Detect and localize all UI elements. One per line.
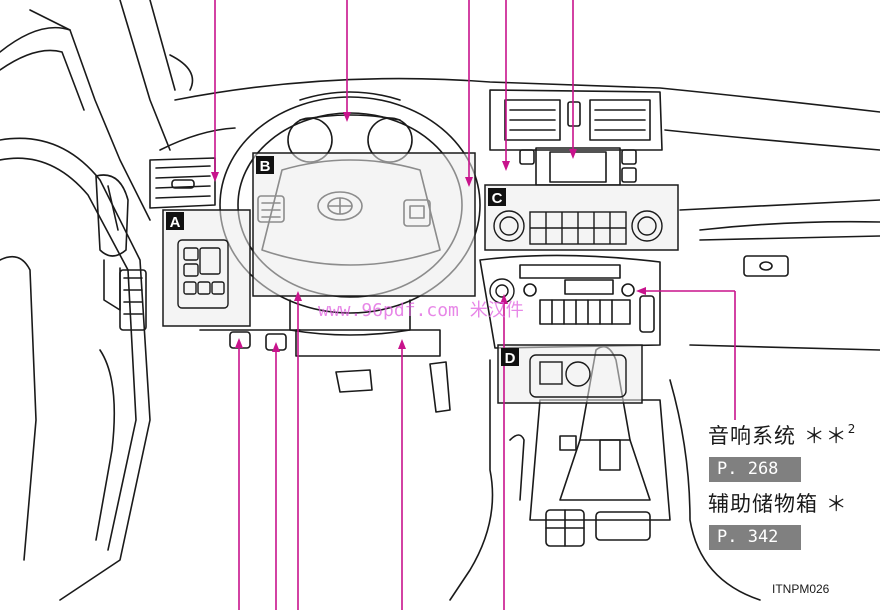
svg-text:C: C (492, 190, 503, 207)
audio-system-footnote: 2 (847, 422, 857, 436)
callout-badge-c: C (488, 188, 506, 207)
callout-frame-d (497, 344, 643, 404)
audio-page-ref[interactable]: P. 268 (709, 457, 801, 482)
audio-system-text: 音响系统 (708, 424, 796, 448)
audio-system-marks: ＊＊ (803, 424, 848, 448)
callout-badge-b: B (256, 156, 274, 175)
svg-text:B: B (260, 158, 271, 175)
audio-system-label: 音响系统 ＊＊2 (708, 420, 856, 450)
storage-marks: ＊ (825, 492, 848, 516)
storage-page-ref[interactable]: P. 342 (709, 525, 801, 550)
watermark-text: www.96pdf.com 米汉件 (318, 300, 524, 321)
door-panel (0, 9, 151, 601)
leader-lines (214, 0, 736, 610)
storage-label: 辅助储物箱 ＊ (708, 488, 848, 518)
center-stack (489, 89, 663, 186)
figure-code: ITNPM026 (772, 582, 830, 596)
left-vent (149, 157, 216, 209)
callout-badge-d: D (501, 348, 519, 367)
callout-frame-b (252, 152, 476, 297)
callout-badge-a: A (166, 212, 184, 231)
storage-text: 辅助储物箱 (708, 492, 818, 516)
svg-text:A: A (170, 214, 181, 231)
svg-text:D: D (505, 350, 516, 367)
